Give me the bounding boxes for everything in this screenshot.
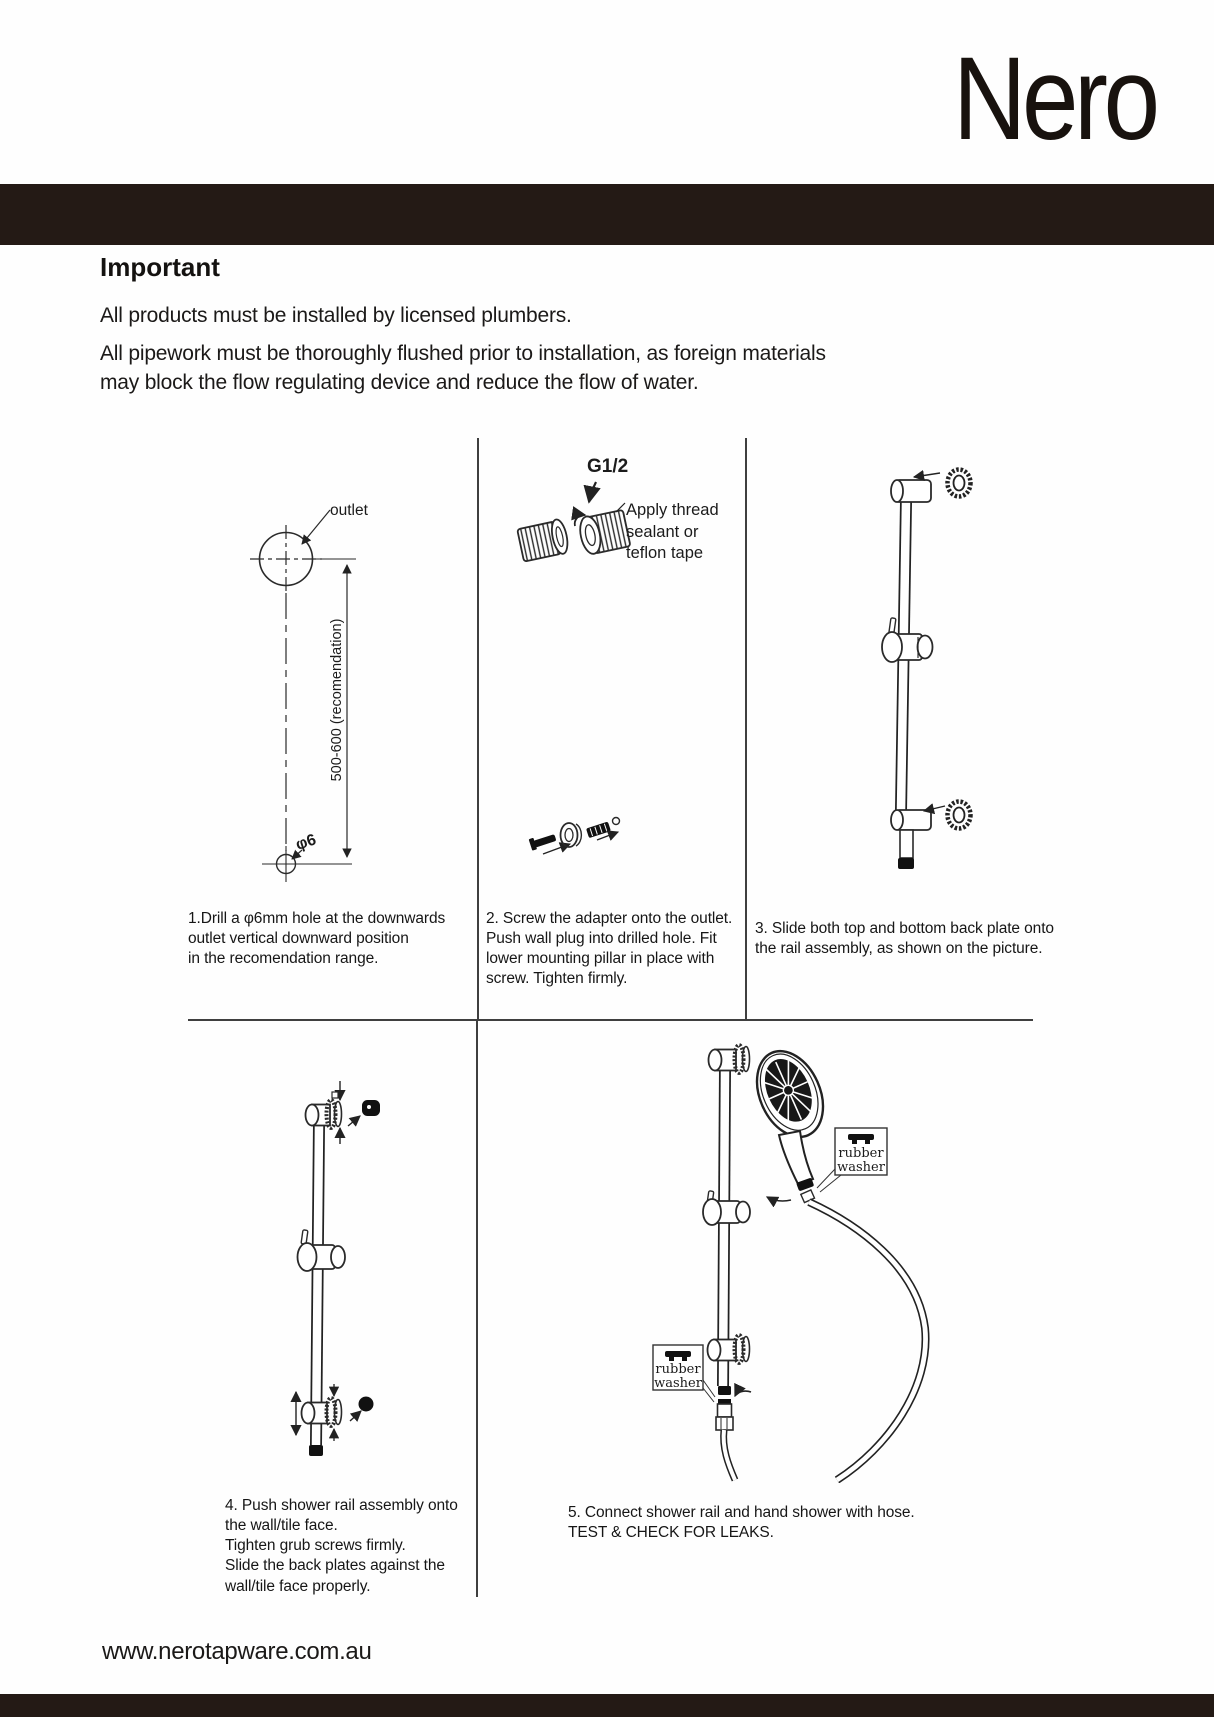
shower-handle <box>777 1129 815 1186</box>
panel-divider-vertical-1 <box>477 438 479 1019</box>
step4-caption: 4. Push shower rail assembly onto the wa… <box>225 1497 458 1595</box>
hose-attach-arrow <box>765 1196 792 1208</box>
adapter-left-piece <box>516 518 569 562</box>
rail-lower-tube <box>899 829 914 859</box>
hose-outline <box>807 1198 930 1483</box>
top-cover-cap <box>362 1100 380 1116</box>
step3-caption: 3. Slide both top and bottom back plate … <box>755 920 1054 958</box>
panel-divider-vertical-2 <box>745 438 747 1019</box>
rubber-washer-box-upper: rubber washer <box>816 1127 888 1193</box>
sealant-label-2: sealant or <box>626 523 699 541</box>
plug-arrow <box>596 830 620 841</box>
washer-icon <box>665 1351 691 1357</box>
rail-hose-connector <box>715 1399 734 1431</box>
outlet-label: outlet <box>330 502 369 519</box>
dimension-label: 500-600 (recomendation) <box>329 619 345 782</box>
top-back-plate <box>945 467 973 499</box>
hose-fill <box>807 1199 928 1483</box>
bottom-back-plate <box>945 799 973 831</box>
step2-caption: 2. Screw the adapter onto the outlet. Pu… <box>486 910 733 988</box>
thread-size-label: G1/2 <box>587 456 628 477</box>
thread-size-arrow <box>583 481 601 504</box>
rotate-indicator <box>571 506 587 527</box>
hole-diameter-label: φ6 <box>294 831 319 853</box>
washer-label-2: washer <box>837 1160 886 1175</box>
hole-leader-line <box>291 849 303 860</box>
screw-on-arrow <box>734 1382 752 1398</box>
bottom-cap-arrow <box>349 1410 362 1422</box>
cap-arrow <box>347 1115 361 1127</box>
washer-label-1: rubber <box>655 1362 701 1377</box>
bottom-mount <box>890 809 932 831</box>
notice-paragraph-1: All products must be installed by licens… <box>100 304 572 327</box>
screw-icon <box>528 834 556 851</box>
step5-caption: 5. Connect shower rail and hand shower w… <box>568 1504 915 1542</box>
hole-crosshair <box>262 846 352 882</box>
cap-hole <box>367 1105 371 1109</box>
bottom-mount <box>300 1396 343 1428</box>
hand-shower <box>755 1049 825 1191</box>
washer-label-1: rubber <box>838 1146 884 1161</box>
slider-bracket <box>296 1229 346 1272</box>
top-band <box>0 184 1214 245</box>
bottom-cover-cap <box>358 1396 374 1412</box>
outlet-leader-line <box>301 509 331 545</box>
grub-screw-icon <box>331 1091 339 1099</box>
slider-bracket <box>881 617 934 663</box>
adapter-right-piece <box>579 509 631 555</box>
rail-end-cap <box>898 858 914 869</box>
bottom-band <box>0 1694 1214 1717</box>
rail-fill <box>718 1069 730 1387</box>
outlet-crosshair <box>250 525 322 593</box>
top-mount <box>304 1098 343 1130</box>
bottom-mount <box>706 1333 751 1365</box>
footer-url: www.nerotapware.com.au <box>102 1638 372 1665</box>
step4-wall-mount-diagram <box>290 1081 380 1456</box>
sealant-label-3: teflon tape <box>626 544 703 562</box>
step2-adapter-diagram: G1/2 Apply thread sealant or teflon tape <box>516 456 719 855</box>
notice-paragraph-2: All pipework must be thoroughly flushed … <box>100 342 826 395</box>
important-heading: Important <box>100 252 220 282</box>
step3-rail-backplate-diagram <box>881 467 973 869</box>
sealant-label-1: Apply thread <box>626 501 719 519</box>
mounting-pillar <box>559 822 583 848</box>
panel-divider-vertical-3 <box>476 1019 478 1597</box>
top-mount <box>890 479 932 503</box>
washer-label-2: washer <box>654 1376 703 1391</box>
wall-plug-icon <box>586 822 611 838</box>
bottom-slide-arrow <box>922 803 946 815</box>
drilled-hole-dot <box>611 816 621 826</box>
top-slide-arrow <box>912 469 941 482</box>
nero-logo: Nero <box>953 33 1160 165</box>
rail-fill <box>311 1123 324 1446</box>
step5-hose-connection-diagram: rubber washer rubber washer <box>652 1043 930 1483</box>
lower-hose-fill <box>721 1429 737 1481</box>
panel-divider-horizontal <box>188 1019 1033 1021</box>
handle-connector <box>796 1178 814 1191</box>
step1-caption: 1.Drill a φ6mm hole at the downwards out… <box>188 910 446 968</box>
sealant-leader-line <box>615 502 626 513</box>
rail-end-cap <box>309 1445 323 1456</box>
rail-end-cap <box>718 1386 731 1395</box>
rubber-washer-box-lower: rubber washer <box>652 1344 716 1403</box>
step1-drill-diagram: outlet 500-600 (recomendation) φ6 <box>250 502 369 882</box>
washer-icon <box>848 1134 874 1140</box>
slider-bracket <box>702 1190 751 1226</box>
top-mount <box>707 1043 751 1075</box>
